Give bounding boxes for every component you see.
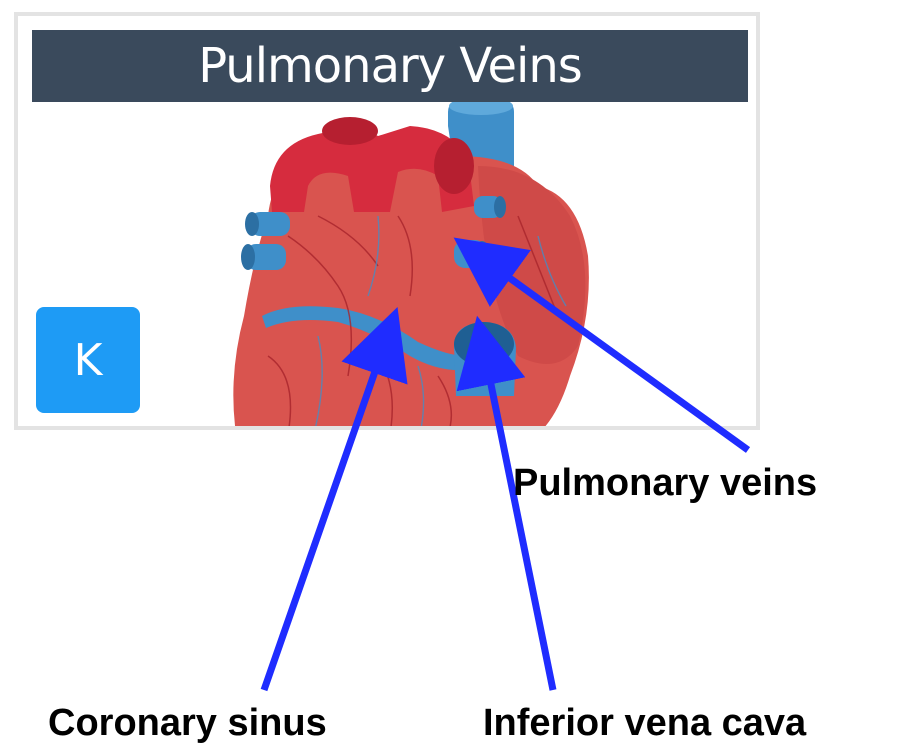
arrow-coronary-sinus (264, 340, 386, 690)
label-coronary-sinus: Coronary sinus (48, 702, 327, 745)
arrow-pulmonary-veins (482, 258, 748, 450)
label-inferior-vena-cava: Inferior vena cava (483, 702, 806, 745)
label-pulmonary-veins: Pulmonary veins (513, 462, 817, 505)
arrow-inferior-vena-cava (484, 350, 553, 690)
